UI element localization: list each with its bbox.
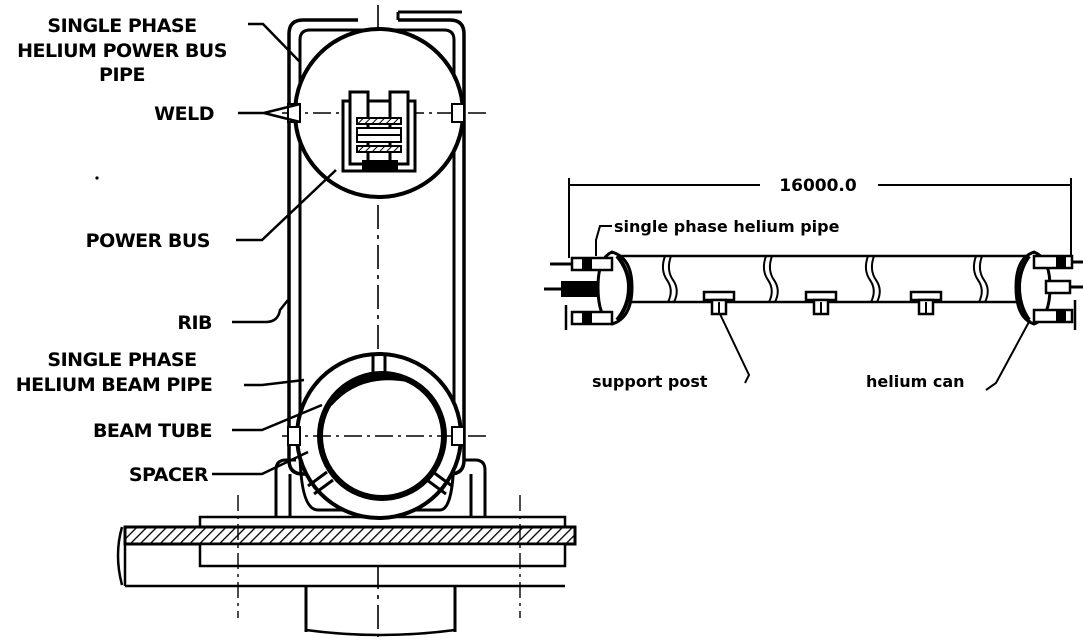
label-rib: RIB: [177, 312, 212, 334]
helium-can-right: [1014, 250, 1083, 330]
leader-helium-pipe: [595, 225, 612, 256]
spacers: [307, 356, 453, 496]
label-spacer: SPACER: [129, 464, 209, 486]
plate-break-mark: [116, 526, 124, 586]
leader-helium-can: [985, 319, 1031, 391]
label-helium-pipe: single phase helium pipe: [614, 217, 840, 236]
label-power-pipe-line1: SINGLE PHASE: [47, 15, 196, 37]
hatched-base-plate: [123, 525, 577, 546]
leader-lines: [212, 22, 337, 476]
rib-inner-wall: [298, 28, 456, 448]
label-beam-pipe-line1: SINGLE PHASE: [47, 349, 196, 371]
label-weld: WELD: [154, 103, 214, 125]
support-posts: [702, 290, 943, 316]
label-beam-tube: BEAM TUBE: [93, 420, 212, 442]
weld-left-upper: [287, 103, 301, 123]
power-bus-conductor: [341, 90, 417, 173]
post-break-mark: [305, 628, 456, 637]
label-beam-pipe-line2: HELIUM BEAM PIPE: [16, 374, 213, 396]
pipe-break-marks: [661, 255, 989, 303]
label-support-post: support post: [592, 372, 708, 391]
weld-right-upper: [451, 103, 465, 123]
leader-support-post: [719, 313, 751, 384]
helium-can-left: [544, 250, 634, 330]
rib-foot-left: [274, 458, 296, 518]
weld-right-lower: [451, 426, 465, 446]
side-view-drawing: 16000.0: [544, 176, 1083, 391]
dimension-value: 16000.0: [779, 176, 857, 196]
lower-flange: [198, 542, 567, 568]
rib-foot-right: [464, 458, 487, 518]
label-helium-can: helium can: [866, 372, 965, 391]
label-power-pipe-line2: HELIUM POWER BUS: [17, 40, 227, 62]
cross-section-drawing: SINGLE PHASE HELIUM POWER BUS PIPE WELD …: [16, 5, 577, 637]
label-power-pipe-line3: PIPE: [99, 64, 145, 86]
beam-tube-inner-shading: [328, 375, 411, 406]
stray-dot: [95, 176, 99, 180]
label-power-bus: POWER BUS: [86, 230, 210, 252]
weld-left-lower: [287, 426, 301, 446]
